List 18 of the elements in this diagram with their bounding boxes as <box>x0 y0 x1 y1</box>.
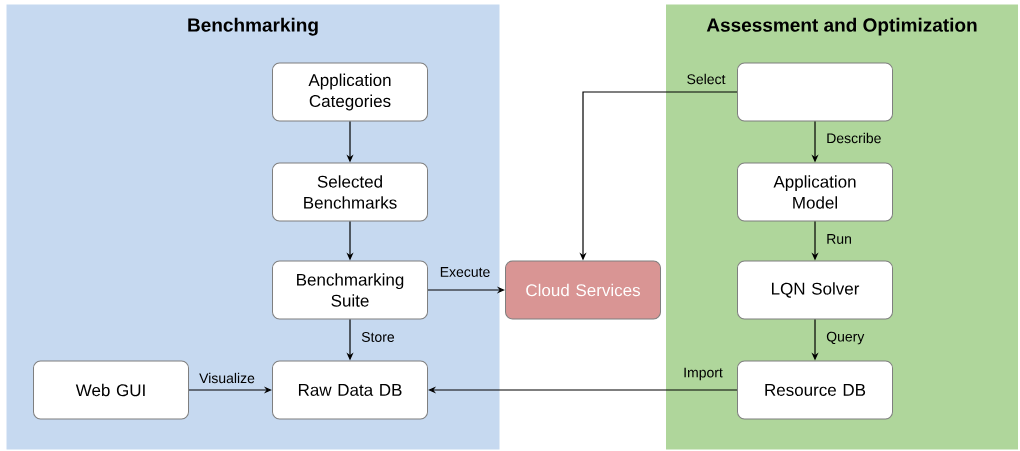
edge-label: Query <box>826 331 865 345</box>
edge-label: Run <box>827 234 851 244</box>
process-box: Cloud Services <box>505 260 661 320</box>
edge-label: Select <box>687 73 726 85</box>
process-box: Application Categories <box>272 62 428 122</box>
process-box: Benchmarking Suite <box>272 260 428 320</box>
process-box: LQN Solver <box>737 260 893 320</box>
edge-label: Visualize <box>199 372 255 384</box>
edge-label: Store <box>361 332 395 342</box>
process-box: Raw Data DB <box>272 360 428 420</box>
edge-label: Import <box>684 367 723 381</box>
process-box: Selected Benchmarks <box>272 162 428 222</box>
process-box: Web GUI <box>33 360 189 420</box>
process-box: Application Model <box>737 162 893 222</box>
edge-label: Describe <box>827 132 881 144</box>
process-box: Resource DB <box>737 360 893 420</box>
edge-label: Execute <box>440 267 490 277</box>
process-box <box>737 62 893 122</box>
